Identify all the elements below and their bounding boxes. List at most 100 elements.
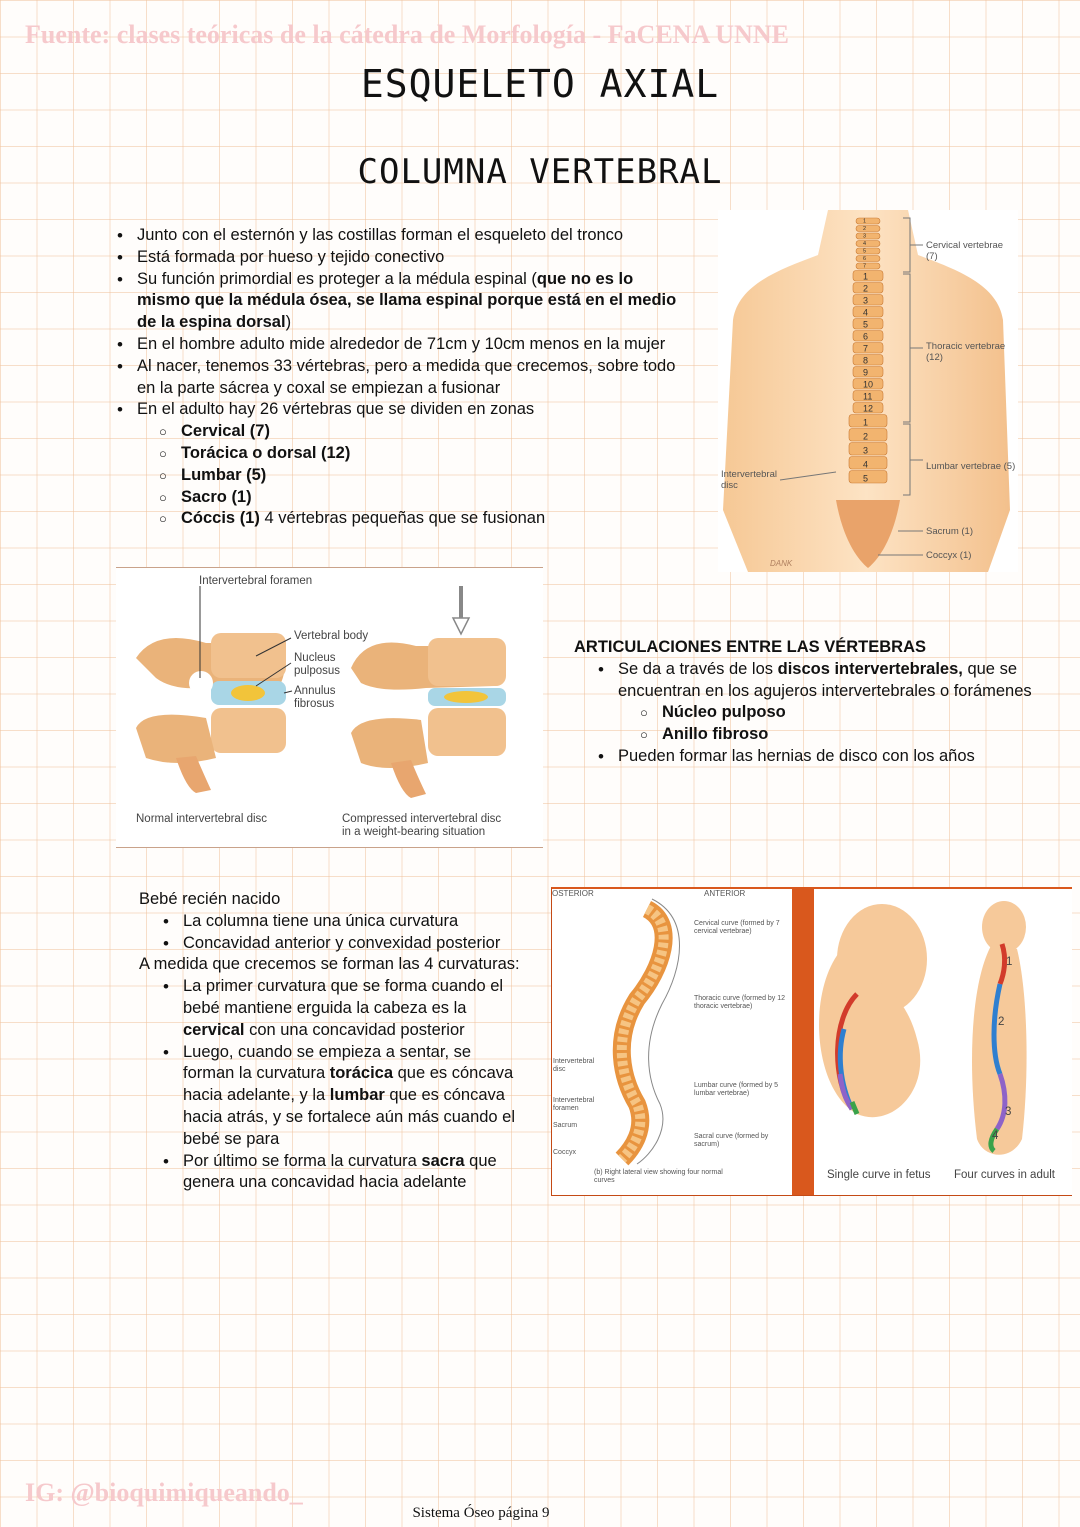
- page-title: ESQUELETO AXIAL: [360, 62, 720, 106]
- disc-illustration: [136, 586, 506, 798]
- lateral-coccyx-label: Coccyx: [553, 1149, 576, 1156]
- curve-number: 4: [992, 1130, 999, 1142]
- vertebra: [852, 306, 884, 318]
- vertebra-number: 6: [863, 332, 868, 342]
- source-watermark: Fuente: clases teóricas de la cátedra de…: [25, 20, 789, 49]
- vertebra-number: 2: [863, 432, 868, 442]
- vertebra-number: 2: [863, 284, 868, 294]
- lateral-disc-label: Intervertebral disc: [553, 1058, 595, 1073]
- curvaturas-section: Bebé recién nacido La columna tiene una …: [139, 889, 539, 1194]
- curves-illustration: [612, 889, 1027, 1195]
- nucleus-label: Nucleus pulposus: [294, 652, 341, 677]
- lateral-sacrum-label: Sacrum: [553, 1122, 578, 1129]
- curvature-bullet: Concavidad anterior y convexidad posteri…: [161, 933, 539, 955]
- vertebra-number: 9: [863, 368, 868, 378]
- zone-item: Cóccis (1) 4 vértebras pequeñas que se f…: [159, 508, 685, 530]
- intro-bullet: Junto con el esternón y las costillas fo…: [115, 225, 685, 247]
- vertebra-number: 1: [863, 219, 866, 225]
- crecemos-heading: A medida que crecemos se forman las 4 cu…: [139, 955, 520, 974]
- compressed-disc-caption: Compressed intervertebral disc in a weig…: [342, 813, 502, 838]
- articulaciones-bullet: Pueden formar las hernias de disco con l…: [596, 746, 1044, 768]
- vertebra: [852, 318, 884, 330]
- anterior-label: ANTERIOR: [704, 889, 746, 898]
- curve-number: 2: [998, 1016, 1005, 1028]
- vertebra-number: 12: [863, 404, 873, 414]
- artist-signature: DANK: [770, 559, 793, 568]
- vertebra: [848, 470, 888, 484]
- curves-figure: OSTERIOR ANTERIOR Cervical curve (formed…: [551, 887, 1072, 1196]
- vertebra: [848, 428, 888, 442]
- vertebra: [852, 390, 884, 402]
- curvature-bullet: La columna tiene una única curvatura: [161, 911, 539, 933]
- vertebral-body-label: Vertebral body: [294, 630, 369, 642]
- disc-part-item: Anillo fibroso: [640, 724, 1044, 746]
- vertebra: [848, 442, 888, 456]
- vertebra: [852, 378, 884, 390]
- vertebra-number: 3: [863, 446, 868, 456]
- vertebra-number: 4: [863, 241, 866, 247]
- lumbar-label: Lumbar vertebrae (5): [926, 461, 1016, 472]
- bebe-heading: Bebé recién nacido: [139, 890, 281, 908]
- vertebra: [855, 225, 881, 232]
- vertebra-number: 2: [863, 226, 866, 232]
- zone-item: Lumbar (5): [159, 465, 685, 487]
- vertebra-number: 11: [863, 392, 872, 402]
- vertebra-number: 6: [863, 256, 866, 262]
- lateral-foramen-label: Intervertebral foramen: [553, 1097, 595, 1112]
- vertebra: [852, 354, 884, 366]
- lumbar-curve-label: Lumbar curve (formed by 5 lumbar vertebr…: [694, 1082, 779, 1097]
- sacrum-label: Sacrum (1): [926, 526, 973, 537]
- vertebra: [855, 247, 881, 255]
- vertebra: [848, 414, 888, 428]
- vertebra: [848, 456, 888, 470]
- articulaciones-section: ARTICULACIONES ENTRE LAS VÉRTEBRAS Se da…: [574, 637, 1044, 768]
- curvature-bullet: Por último se forma la curvatura sacra q…: [161, 1151, 521, 1195]
- coccyx-label: Coccyx (1): [926, 550, 972, 561]
- intro-bullet: Al nacer, tenemos 33 vértebras, pero a m…: [115, 356, 685, 400]
- vertebra-number: 1: [863, 418, 868, 428]
- vertebra-number: 5: [863, 474, 868, 484]
- intro-bullet: En el hombre adulto mide alrededor de 71…: [115, 334, 685, 356]
- vertebra: [852, 294, 884, 306]
- vertebra: [852, 366, 884, 378]
- vertebra-number: 10: [863, 380, 873, 390]
- instagram-watermark: IG: @bioquimiqueando_: [25, 1478, 303, 1507]
- vertebra: [852, 330, 884, 342]
- zone-item: Cervical (7): [159, 421, 685, 443]
- normal-disc-caption: Normal intervertebral disc: [136, 813, 268, 825]
- vertebra-number: 8: [863, 356, 868, 366]
- section-title: COLUMNA VERTEBRAL: [357, 152, 723, 192]
- vertebra-number: 7: [863, 344, 868, 354]
- adult-caption: Four curves in adult: [954, 1169, 1055, 1181]
- curvature-bullet: La primer curvatura que se forma cuando …: [161, 976, 521, 1041]
- intro-list: Junto con el esternón y las costillas fo…: [115, 225, 685, 530]
- fetus-caption: Single curve in fetus: [827, 1169, 931, 1181]
- vertebra-number: 1: [863, 272, 868, 282]
- vertebra-number: 7: [863, 264, 866, 270]
- vertebra-number: 5: [863, 320, 868, 330]
- foramen-label: Intervertebral foramen: [199, 575, 313, 587]
- lateral-caption: (b) Right lateral view showing four norm…: [594, 1169, 723, 1184]
- annulus-label: Annulus fibrosus: [294, 685, 336, 710]
- vertebra: [852, 270, 884, 282]
- vertebra-number: 5: [863, 249, 866, 255]
- zone-item: Torácica o dorsal (12): [159, 443, 685, 465]
- disc-label: Intervertebral disc: [721, 469, 777, 491]
- page-footer: Sistema Óseo página 9: [412, 1505, 550, 1521]
- disc-part-item: Núcleo pulposo: [640, 702, 1044, 724]
- vertebra-number: 4: [863, 308, 868, 318]
- curve-number: 3: [1005, 1106, 1012, 1118]
- vertebra: [855, 255, 881, 262]
- vertebra: [855, 232, 881, 240]
- vertebra-number: 4: [863, 460, 868, 470]
- vertebra: [852, 402, 884, 414]
- articulaciones-bullet: Se da a través de los discos interverteb…: [596, 659, 1044, 746]
- vertebra: [852, 342, 884, 354]
- articulaciones-heading: ARTICULACIONES ENTRE LAS VÉRTEBRAS: [574, 638, 927, 656]
- intro-bullet: En el adulto hay 26 vértebras que se div…: [115, 399, 685, 530]
- cervical-curve-label: Cervical curve (formed by 7 cervical ver…: [694, 920, 780, 935]
- vertebra: [852, 282, 884, 294]
- thoracic-curve-label: Thoracic curve (formed by 12 thoracic ve…: [694, 995, 786, 1010]
